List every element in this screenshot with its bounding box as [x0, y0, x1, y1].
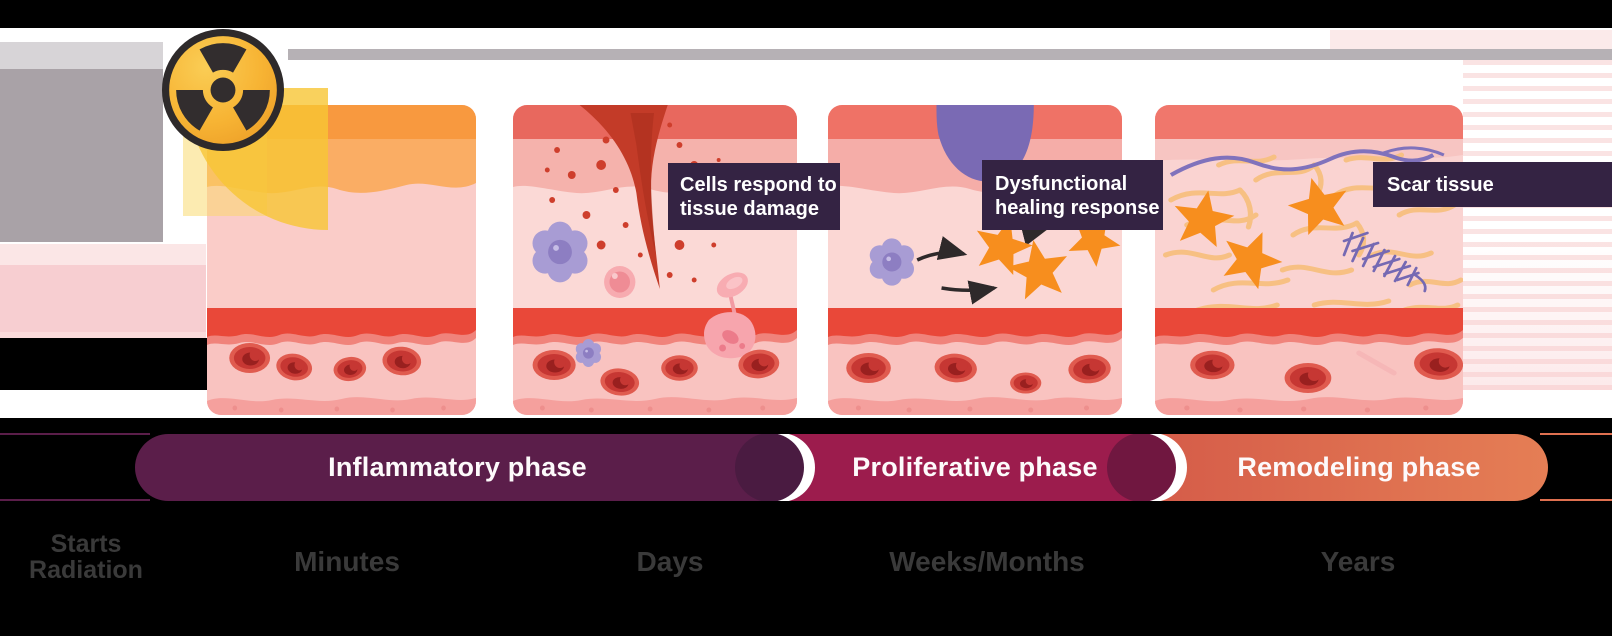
timeline-label-line: Radiation: [29, 556, 143, 584]
blood-vessel-line: [1169, 146, 1445, 177]
left-skin-band-light: [0, 244, 206, 265]
bar-edge-line: [1540, 433, 1612, 435]
phase-label: Remodeling phase: [1237, 452, 1481, 482]
phase-label: Proliferative phase: [852, 452, 1098, 482]
timeline-label-minutes: Minutes: [294, 546, 400, 577]
annotation-dysfunctional-healing: Dysfunctional healing response: [982, 160, 1163, 230]
phase-separator-shadow: [735, 434, 804, 501]
phase-separator-shadow: [1107, 434, 1176, 501]
left-gray-band: [0, 42, 163, 69]
scar-crosshatch: [1342, 231, 1427, 293]
wound-illustration: [513, 105, 797, 415]
bar-edge-line: [1540, 499, 1612, 501]
timeline-label-days: Days: [636, 546, 704, 577]
timeline-label-starts-radiation: Starts Radiation: [29, 531, 143, 583]
phase-proliferative: Proliferative phase: [780, 434, 1152, 501]
phase-label: Inflammatory phase: [328, 452, 587, 482]
panel-dysfunctional-healing: [828, 105, 1122, 415]
phase-timeline-bar: Inflammatory phase Proliferative phase R…: [135, 434, 1548, 501]
pink-cell-icon: [604, 266, 636, 298]
platelet-plug-icon: [703, 272, 756, 359]
bar-edge-line: [0, 433, 150, 435]
phase-remodeling: Remodeling phase: [1152, 434, 1548, 501]
panel-scar-tissue: [1155, 105, 1463, 415]
annotation-line: Dysfunctional: [995, 173, 1128, 195]
panel-tissue-damage: [513, 105, 797, 415]
timeline-label-weeks-months: Weeks/Months: [889, 546, 1085, 577]
right-skin-stripes: [1463, 60, 1612, 390]
left-skin-band: [0, 265, 206, 332]
scar-illustration: [1155, 105, 1463, 415]
left-gray-block: [0, 69, 163, 242]
annotation-line: tissue damage: [680, 198, 819, 220]
horizontal-gray-band: [288, 49, 1612, 60]
phase-inflammatory: Inflammatory phase: [135, 434, 780, 501]
annotation-line: Scar tissue: [1387, 173, 1494, 196]
left-skin-band-lower: [0, 332, 206, 338]
annotation-cells-respond: Cells respond to tissue damage: [668, 163, 840, 230]
annotation-line: healing response: [995, 197, 1160, 219]
radiation-trefoil-icon: [161, 28, 285, 152]
bar-edge-line: [0, 499, 150, 501]
healing-illustration: [828, 105, 1122, 415]
left-bottom-cut: [0, 338, 207, 390]
timeline-label-line: Starts: [50, 530, 122, 558]
right-pale-band: [1330, 30, 1612, 49]
annotation-scar-tissue: Scar tissue: [1373, 162, 1612, 207]
timeline-label-years: Years: [1320, 546, 1396, 577]
annotation-line: Cells respond to: [680, 174, 837, 196]
